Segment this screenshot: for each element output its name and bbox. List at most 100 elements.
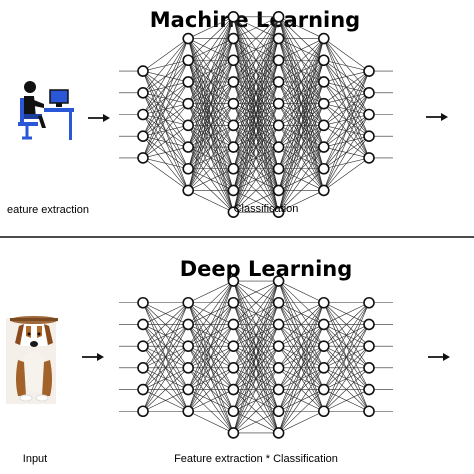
top-network-connection: [142, 103, 189, 159]
bottom-network-connection: [187, 280, 234, 325]
top-network-connection: [233, 16, 279, 169]
bottom-network-node: [182, 340, 194, 352]
bottom-network-connection: [278, 410, 324, 434]
bottom-network-node: [363, 340, 375, 352]
bottom-network-node: [227, 340, 240, 352]
top-network-node: [137, 108, 149, 121]
bottom-network-node: [317, 318, 330, 331]
top-network-connection: [142, 38, 189, 115]
top-network-node: [272, 32, 285, 45]
top-network-connection: [188, 16, 234, 39]
top-network-connection: [187, 16, 234, 169]
top-network-node: [182, 97, 194, 110]
top-network-node: [137, 130, 149, 142]
bottom-network-node: [227, 405, 240, 418]
bottom-network-node: [363, 296, 375, 309]
top-network-node: [363, 65, 375, 77]
bottom-network-connection: [323, 302, 370, 369]
bottom-network-node: [182, 383, 194, 396]
top-network-connection: [233, 16, 279, 148]
top-network-connection: [187, 16, 234, 83]
bottom-network-node: [182, 318, 194, 331]
top-network-connection: [278, 16, 324, 39]
top-network-connection: [278, 38, 325, 213]
bottom-network-connection: [323, 389, 370, 412]
bottom-network-connection: [142, 345, 189, 412]
bottom-network-connection: [187, 345, 234, 412]
top-network-connection: [278, 38, 324, 61]
top-network-connection: [323, 59, 370, 72]
top-network-connection: [142, 157, 189, 170]
top-network-node: [317, 32, 330, 45]
bottom-network-connection: [142, 302, 189, 325]
bottom-network-connection: [278, 346, 325, 434]
top-network-connection: [187, 81, 234, 191]
bottom-network-connection: [278, 302, 325, 390]
bottom-network-connection: [233, 367, 279, 434]
top-network-node: [317, 184, 330, 197]
top-network-node: [272, 162, 285, 175]
top-network-connection: [233, 168, 279, 213]
bottom-network-node: [137, 383, 149, 396]
bottom-network-node: [317, 383, 330, 396]
top-network-node: [227, 141, 240, 153]
bottom-network-node: [227, 427, 240, 439]
top-network-connection: [323, 70, 370, 126]
top-network-node: [317, 141, 330, 153]
top-network-node: [272, 206, 285, 218]
top-network-node: [363, 130, 375, 142]
bottom-panel: Deep Learning: [6, 257, 450, 465]
bottom-network-connection: [233, 280, 279, 368]
bottom-network-connection: [142, 324, 189, 412]
top-network-connection: [323, 92, 370, 191]
top-network-node: [137, 152, 149, 164]
top-network-node: [137, 65, 149, 77]
top-network-connection: [278, 125, 325, 213]
bottom-network-node: [317, 362, 330, 374]
bottom-network-node: [137, 318, 149, 331]
top-network-node: [227, 162, 240, 175]
top-network-connection: [187, 16, 234, 61]
top-network-node: [272, 76, 285, 88]
top-network-connection: [233, 146, 279, 213]
top-network-connection: [142, 146, 189, 159]
bottom-left-caption: Input: [23, 453, 47, 465]
top-network-connection: [278, 38, 325, 191]
bottom-network-connection: [323, 302, 370, 325]
top-network-connection: [278, 190, 324, 213]
top-network-node: [227, 32, 240, 45]
bottom-network-connection: [323, 345, 370, 412]
bottom-network-connection: [188, 389, 234, 412]
bottom-network-connection: [187, 280, 234, 347]
bottom-network-connection: [278, 302, 324, 325]
top-network-connection: [278, 60, 325, 213]
bottom-network-node: [317, 340, 330, 352]
top-network-connection: [187, 16, 234, 104]
top-network-connection: [187, 16, 234, 148]
top-network-connection: [233, 190, 279, 213]
top-network-node: [182, 32, 194, 45]
top-network-connection: [278, 146, 325, 213]
bottom-network-connection: [323, 302, 370, 390]
bottom-network-node: [137, 362, 149, 374]
bottom-network-connection: [323, 324, 370, 412]
top-left-caption: eature extraction: [7, 204, 89, 216]
top-panel: Machine Learning eature extraction: [7, 8, 448, 218]
top-network-connection: [323, 136, 370, 191]
bottom-network-node: [227, 318, 240, 331]
top-network-connection: [323, 70, 370, 169]
top-network-node: [272, 11, 285, 23]
top-network-node: [317, 162, 330, 175]
bottom-network-connection: [187, 280, 234, 412]
bottom-network-node: [137, 296, 149, 309]
top-network-connection: [233, 16, 279, 39]
top-network-node: [182, 184, 194, 197]
top-network-node: [227, 54, 240, 67]
top-network-connection: [187, 16, 234, 126]
bottom-network-connection: [278, 302, 325, 347]
bottom-network-node: [272, 296, 285, 309]
bottom-network-connection: [233, 346, 279, 434]
bottom-network-connection: [187, 280, 234, 368]
dog-with-plate-icon: [6, 316, 58, 404]
